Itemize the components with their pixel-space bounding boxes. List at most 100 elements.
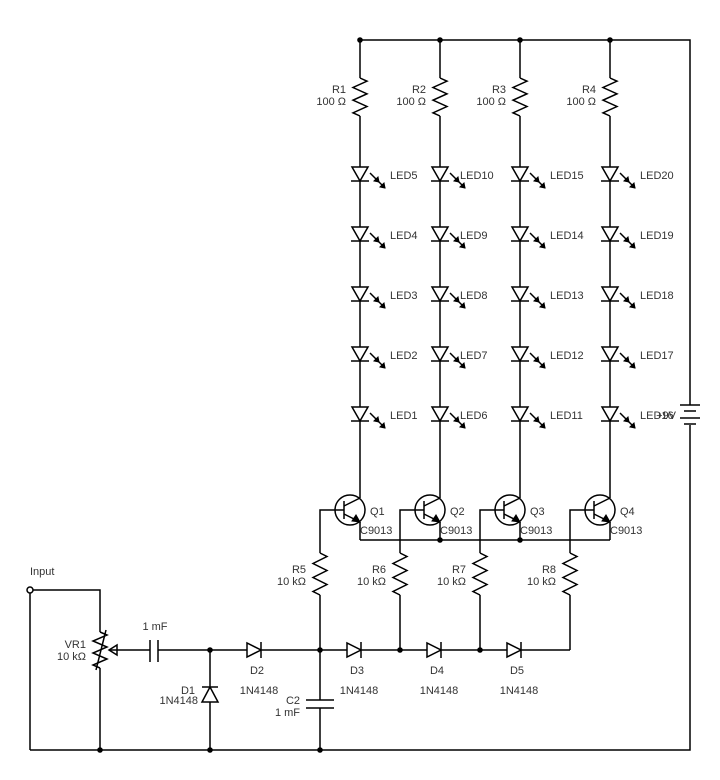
junction-dot [207, 747, 213, 753]
resistor-value-label: 10 kΩ [437, 576, 466, 588]
diode-triangle [246, 641, 263, 659]
transistor-collector [423, 497, 441, 507]
led-triangle [600, 406, 620, 423]
led-triangle [350, 406, 370, 423]
resistor-r6 [391, 552, 409, 596]
junction-dot [517, 537, 523, 543]
junction-dot [97, 747, 103, 753]
resistor-value-label: 10 kΩ [357, 576, 386, 588]
led-led3 [350, 286, 386, 309]
led-led20 [600, 166, 636, 189]
led-label: LED12 [550, 350, 584, 362]
ground-return [30, 425, 691, 751]
led-triangle [430, 226, 450, 243]
led-label: LED7 [460, 350, 488, 362]
led-label: LED18 [640, 290, 674, 302]
resistor-r1 [351, 77, 369, 117]
arrow-head [458, 361, 466, 369]
resistor-ref-label: R8 [542, 564, 556, 576]
pot-value-label: 10 kΩ [57, 651, 86, 663]
led-triangle [430, 166, 450, 183]
cap-value-label: 1 mF [275, 707, 300, 719]
led-label: LED5 [390, 170, 418, 182]
transistor-collector [593, 497, 611, 507]
led-triangle [510, 166, 530, 183]
transistor-q1 [334, 494, 366, 526]
transistor-collector [343, 497, 361, 507]
led-led13 [510, 286, 546, 309]
diode-ref-label: D1 [181, 685, 195, 697]
led-led11 [510, 406, 546, 429]
led-triangle [600, 166, 620, 183]
resistor-r7 [471, 552, 489, 596]
led-led2 [350, 346, 386, 369]
led-led18 [600, 286, 636, 309]
base-wire [399, 509, 424, 553]
transistor-ref-label: Q1 [370, 506, 385, 518]
emitter-arrow [601, 514, 611, 523]
led-led19 [600, 226, 636, 249]
resistor-ref-label: R2 [412, 84, 426, 96]
resistor-r5 [311, 552, 329, 596]
led-triangle [350, 166, 370, 183]
diode-part-label: 1N4148 [159, 695, 198, 707]
pot-diagonal [95, 629, 107, 671]
arrow-head [538, 181, 546, 189]
resistor-ref-label: R5 [292, 564, 306, 576]
led-led6 [430, 406, 466, 429]
diode-ref-label: D4 [430, 665, 444, 677]
transistor-q2 [414, 494, 446, 526]
led-triangle [510, 346, 530, 363]
diode-triangle [506, 641, 523, 659]
input-wire [33, 589, 101, 632]
emitter-arrow [511, 514, 521, 523]
led-label: LED10 [460, 170, 494, 182]
resistor-ref-label: R7 [452, 564, 466, 576]
resistor-value-label: 10 kΩ [277, 576, 306, 588]
emitter-arrow [431, 514, 441, 523]
wires [29, 37, 691, 753]
arrow-head [458, 301, 466, 309]
transistor-body [414, 494, 446, 526]
led-led5 [350, 166, 386, 189]
resistor-r2 [431, 77, 449, 117]
led-led10 [430, 166, 466, 189]
diode-ref-label: D3 [350, 665, 364, 677]
led-led9 [430, 226, 466, 249]
led-led17 [600, 346, 636, 369]
transistor-body [334, 494, 366, 526]
resistor-ref-label: R1 [332, 84, 346, 96]
input-terminal [26, 586, 34, 594]
diode-part-label: 1N4148 [420, 685, 459, 697]
resistor-value-label: 100 Ω [316, 96, 346, 108]
led-label: LED13 [550, 290, 584, 302]
arrow-head [628, 181, 636, 189]
led-triangle [600, 346, 620, 363]
led-label: LED8 [460, 290, 488, 302]
transistor-ref-label: Q3 [530, 506, 545, 518]
led-triangle [350, 226, 370, 243]
resistor-ref-label: R6 [372, 564, 386, 576]
cap-value-label: 1 mF [142, 621, 167, 633]
arrow-head [628, 301, 636, 309]
arrow-head [378, 241, 386, 249]
resistor-ref-label: R3 [492, 84, 506, 96]
led-label: LED4 [390, 230, 418, 242]
junction-dot [477, 647, 483, 653]
arrow-head [628, 241, 636, 249]
led-label: LED11 [550, 410, 583, 422]
pot-wiper-arrow [107, 643, 118, 657]
arrow-head [458, 421, 466, 429]
diode-d5 [506, 641, 523, 659]
transistor-part-label: C9013 [360, 525, 392, 537]
diode-ref-label: D5 [510, 665, 524, 677]
led-led8 [430, 286, 466, 309]
transistor-collector [503, 497, 521, 507]
base-wire [479, 509, 504, 553]
led-triangle [600, 226, 620, 243]
transistor-body [584, 494, 616, 526]
arrow-head [628, 421, 636, 429]
supply-label: +9V [656, 410, 677, 422]
